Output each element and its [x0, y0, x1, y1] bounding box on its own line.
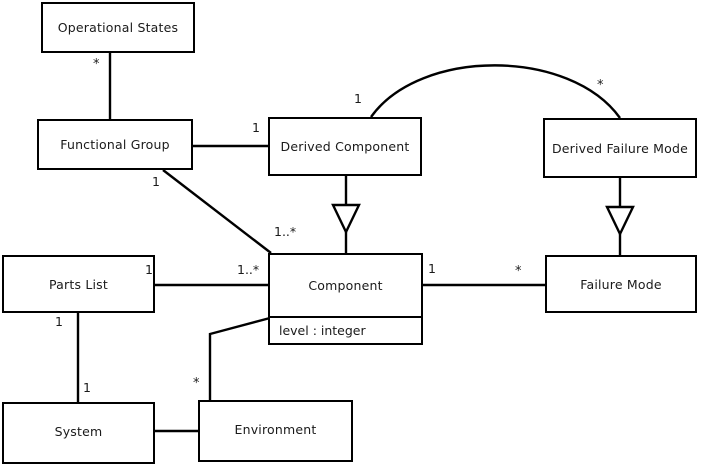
generalization-triangle-component — [331, 203, 361, 235]
class-box-derived-failure-mode[interactable]: Derived Failure Mode — [543, 118, 697, 178]
multiplicity-functional-group-component-many: 1..* — [274, 224, 297, 239]
multiplicity-functional-group-derived-component: 1 — [252, 120, 260, 135]
edge-derivedcomponent-derivedfailuremode — [370, 64, 621, 119]
multiplicity-parts-list-component-many: 1..* — [237, 262, 260, 277]
class-box-failure-mode[interactable]: Failure Mode — [545, 255, 697, 313]
class-box-operational-states[interactable]: Operational States — [41, 2, 195, 53]
multiplicity-parts-list-one: 1 — [145, 262, 153, 277]
edge-environment-component — [208, 316, 271, 400]
class-box-component[interactable]: Component level : integer — [268, 253, 423, 345]
generalization-triangle-failuremode — [605, 205, 635, 237]
multiplicity-functional-group-component-one: 1 — [152, 174, 160, 189]
multiplicity-derived-failure-mode-arc: * — [597, 78, 604, 93]
class-box-derived-component[interactable]: Derived Component — [268, 117, 422, 176]
class-name-parts-list: Parts List — [48, 276, 108, 292]
class-box-system[interactable]: System — [2, 402, 155, 464]
multiplicity-derived-component-arc: 1 — [354, 91, 362, 106]
class-name-system: System — [54, 423, 103, 439]
class-name-functional-group: Functional Group — [60, 137, 170, 152]
class-box-parts-list[interactable]: Parts List — [2, 255, 155, 313]
class-box-functional-group[interactable]: Functional Group — [37, 119, 193, 170]
class-name-environment: Environment — [234, 421, 317, 437]
class-name-derived-failure-mode: Derived Failure Mode — [551, 140, 689, 156]
multiplicity-environment-star: * — [193, 376, 200, 391]
edge-functionalgroup-component — [162, 169, 272, 254]
multiplicity-parts-list-system-top: 1 — [55, 314, 63, 329]
multiplicity-component-failure-mode-one: 1 — [428, 261, 436, 276]
class-name-component: Component — [308, 278, 383, 293]
multiplicity-parts-list-system-bottom: 1 — [83, 380, 91, 395]
class-attribute-component-level: level : integer — [270, 316, 421, 343]
multiplicity-failure-mode-star: * — [515, 264, 522, 279]
class-box-environment[interactable]: Environment — [198, 400, 353, 462]
multiplicity-operational-states: * — [93, 57, 100, 72]
class-name-operational-states: Operational States — [57, 20, 179, 35]
class-name-failure-mode: Failure Mode — [580, 276, 662, 292]
class-name-derived-component: Derived Component — [280, 139, 410, 154]
